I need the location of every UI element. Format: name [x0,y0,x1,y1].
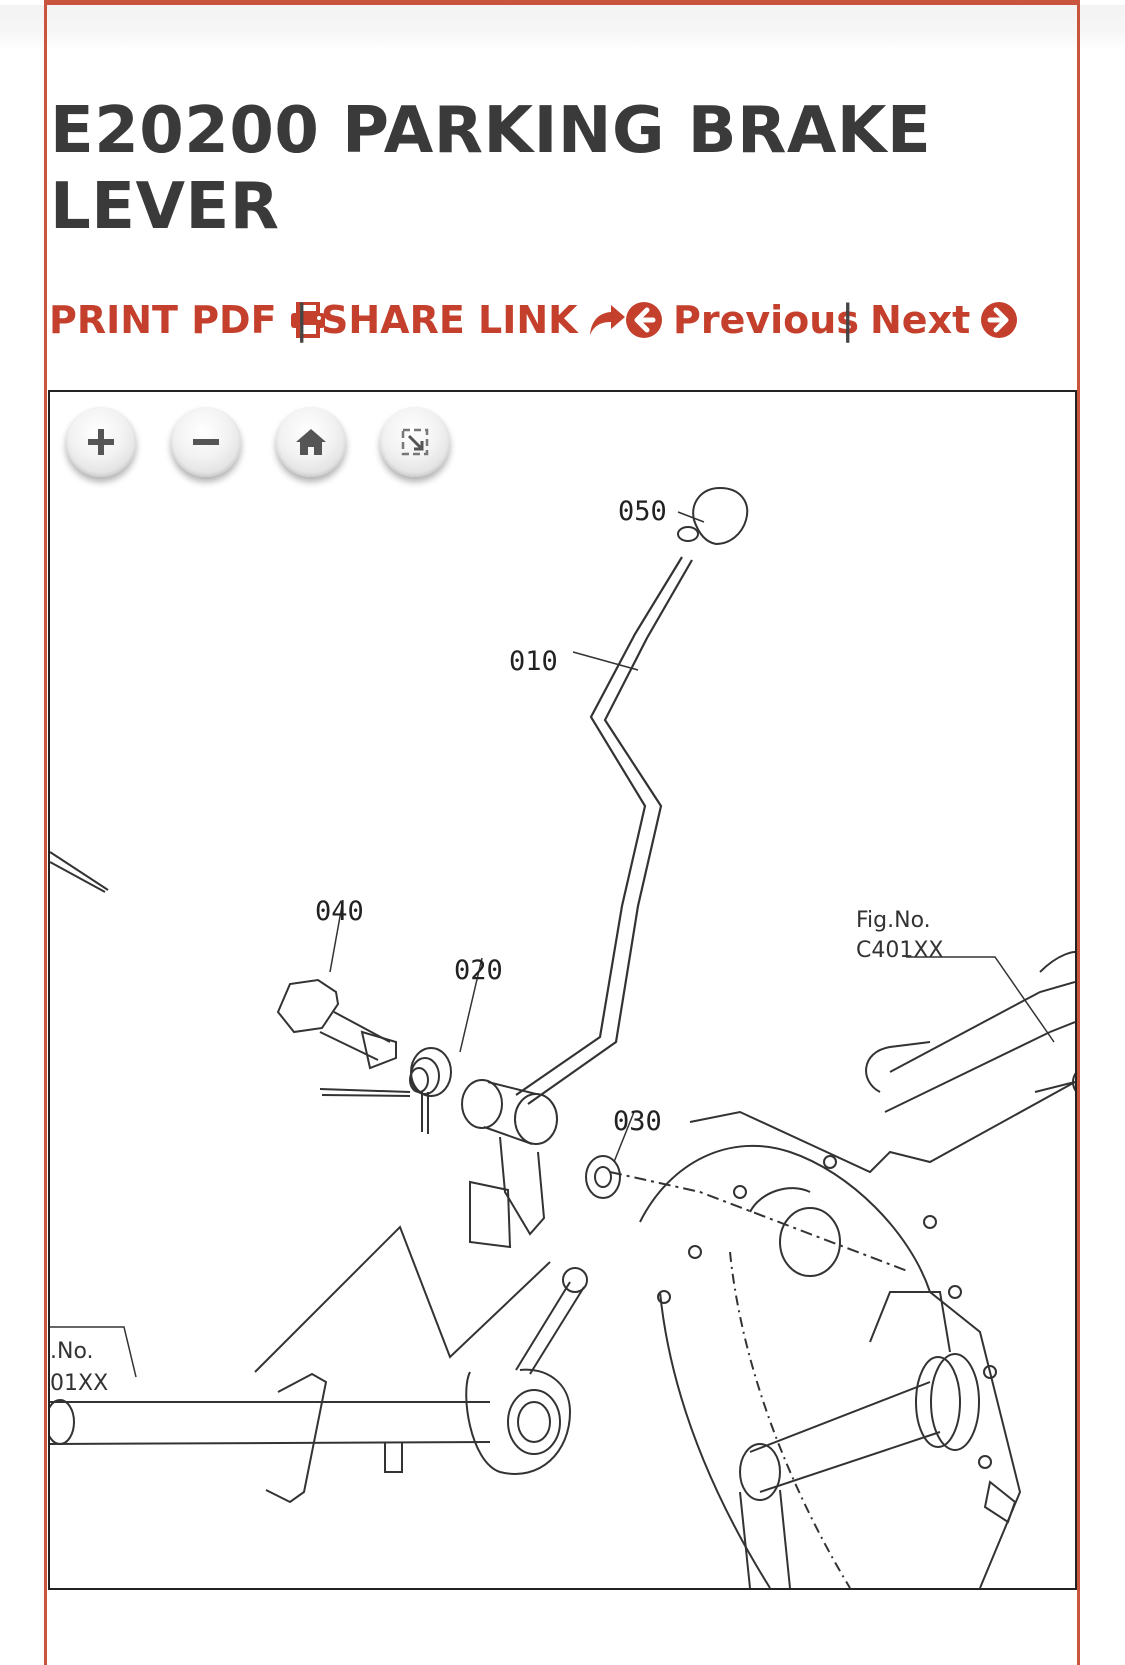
diagram-viewer[interactable]: 050 010 040 020 030 Fig.No. C401XX .No. … [48,390,1077,1590]
zoom-out-button[interactable] [171,407,241,477]
part-label-030: 030 [613,1106,662,1137]
previous-label: Previous [673,298,859,342]
print-pdf-label: PRINT PDF [49,298,277,342]
previous-link[interactable]: Previous [625,296,859,344]
share-link[interactable]: SHARE LINK [321,296,626,344]
top-bar-shadow [0,5,1125,51]
leader-lines [50,511,1055,1378]
home-icon [296,429,326,455]
content-frame [44,0,1080,1665]
bracket-part [469,1136,546,1249]
home-button[interactable] [276,407,346,477]
knob-part [677,486,749,546]
share-link-label: SHARE LINK [321,298,578,342]
circle-arrow-left-icon [625,301,663,339]
fig-label-right-line2: C401XX [856,938,944,963]
fullscreen-icon [401,428,429,456]
part-label-020: 020 [454,955,503,986]
next-link[interactable]: Next [870,296,1018,344]
minus-icon [193,439,219,445]
action-separator-2: | [841,297,855,343]
bushing-part [461,1079,558,1145]
page-title: E20200 PARKING BRAKE LEVER [50,94,932,244]
zoom-in-button[interactable] [66,407,136,477]
fig-label-right-line1: Fig.No. [856,908,931,933]
print-pdf-link[interactable]: PRINT PDF [49,296,327,344]
part-label-010: 010 [509,646,558,677]
action-separator-1: | [295,297,309,343]
next-label: Next [870,298,971,342]
action-bar: PRINT PDF | SHARE LINK Previous [49,296,1069,344]
part-label-050: 050 [618,496,667,527]
printer-icon [289,302,327,338]
transmission-housing [609,951,1075,1588]
part-label-040: 040 [315,896,364,927]
circle-arrow-right-icon [980,301,1018,339]
top-accent-bar [44,0,1080,5]
share-arrow-icon [588,303,626,337]
parts-diagram: 050 010 040 020 030 Fig.No. C401XX .No. … [50,486,1075,1588]
fig-label-left-line1: .No. [50,1339,94,1364]
washer-part [585,1155,621,1199]
plus-icon [88,429,114,455]
spring-part [319,1047,452,1134]
fig-label-left-line2: 01XX [50,1371,108,1396]
brake-shaft-part [50,851,588,1504]
lever-rod-part [515,556,693,1105]
fullscreen-button[interactable] [380,407,450,477]
bolt-part [276,978,397,1070]
